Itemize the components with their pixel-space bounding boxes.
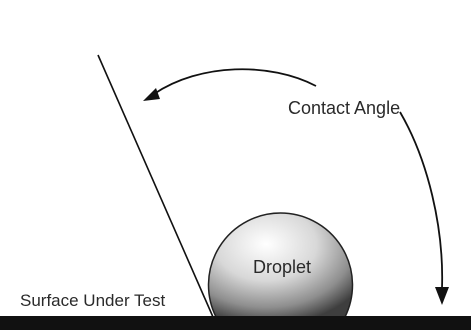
surface-arrowhead [435,287,449,305]
tangent-line [97,54,214,318]
surface-arrow [399,111,449,305]
surface-label: Surface Under Test [20,291,165,310]
contact-angle-arrow [143,68,317,101]
contact-angle-arrowhead [143,88,160,101]
surface-bar [0,316,471,330]
droplet [207,212,354,318]
contact-angle-label: Contact Angle [288,98,400,118]
droplet-label: Droplet [253,257,311,277]
